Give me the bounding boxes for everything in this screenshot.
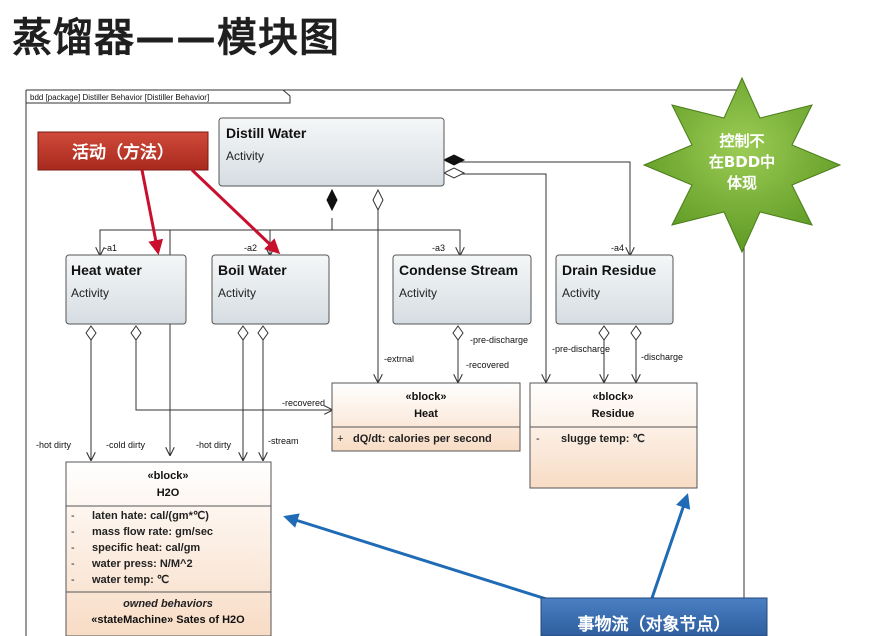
block-attribute: laten hate: cal/(gm*℃) — [92, 510, 209, 522]
role-label: -a1 — [104, 243, 117, 253]
attribute-visibility: - — [71, 510, 75, 522]
association-ends — [85, 154, 642, 341]
activity-name: Distill Water — [226, 125, 307, 141]
role-label: -a2 — [244, 243, 257, 253]
role-label: -recovered — [282, 398, 325, 408]
frame-label: bdd [package] Distiller Behavior [Distil… — [30, 93, 209, 102]
object-flow-callout: 事物流（对象节点） — [283, 493, 768, 636]
block-name: Heat — [414, 408, 438, 420]
role-label: -stream — [268, 436, 299, 446]
attribute-visibility: - — [71, 558, 75, 570]
activity-type: Activity — [218, 286, 256, 300]
role-label: -a4 — [611, 243, 624, 253]
activity-heat-water[interactable]: Heat water Activity — [65, 254, 187, 325]
block-residue[interactable]: «block» Residue - slugge temp: ℃ — [529, 382, 698, 489]
attribute-visibility: + — [337, 433, 343, 445]
block-heat[interactable]: «block» Heat + dQ/dt: calories per secon… — [331, 382, 521, 452]
block-stereotype: «block» — [406, 391, 447, 403]
activity-callout: 活动（方法） — [37, 131, 281, 255]
activity-condense-stream[interactable]: Condense Stream Activity — [392, 254, 532, 325]
role-label: -pre-discharge — [552, 344, 610, 354]
role-labels: -a1 -a2 -a3 -a4 -hot dirty -cold dirty -… — [36, 243, 683, 450]
owned-behavior-item: «stateMachine» Sates of H2O — [91, 614, 245, 626]
block-attribute: slugge temp: ℃ — [561, 433, 645, 445]
block-attribute: mass flow rate: gm/sec — [92, 526, 213, 538]
control-note-star: 控制不 在BDD中 体现 — [642, 76, 842, 254]
activity-name: Heat water — [71, 262, 142, 278]
block-attribute: specific heat: cal/gm — [92, 542, 200, 554]
role-label: -hot dirty — [36, 440, 72, 450]
activity-type: Activity — [562, 286, 600, 300]
attribute-visibility: - — [71, 526, 75, 538]
activity-boil-water[interactable]: Boil Water Activity — [211, 254, 330, 325]
star-text-line: 在BDD中 — [709, 153, 775, 171]
star-text-line: 控制不 — [719, 132, 764, 150]
block-name: H2O — [157, 487, 180, 499]
block-attribute: dQ/dt: calories per second — [353, 433, 492, 445]
star-text-line: 体现 — [727, 174, 757, 192]
block-attribute: water press: N/M^2 — [91, 558, 193, 570]
owned-behaviors-header: owned behaviors — [123, 598, 213, 610]
activity-name: Boil Water — [218, 262, 287, 278]
role-label: -hot dirty — [196, 440, 232, 450]
block-stereotype: «block» — [593, 391, 634, 403]
connectors — [91, 161, 636, 460]
activity-type: Activity — [71, 286, 109, 300]
role-label: -cold dirty — [106, 440, 146, 450]
activity-type: Activity — [399, 286, 437, 300]
role-label: -pre-discharge — [470, 335, 528, 345]
activity-distill-water[interactable]: Distill Water Activity — [218, 117, 445, 187]
role-label: -extrnal — [384, 354, 414, 364]
block-name: Residue — [592, 408, 635, 420]
role-label: -discharge — [641, 352, 683, 362]
attribute-visibility: - — [71, 542, 75, 554]
activity-drain-residue[interactable]: Drain Residue Activity — [555, 254, 674, 325]
attribute-visibility: - — [536, 433, 540, 445]
activity-name: Drain Residue — [562, 262, 656, 278]
activity-type: Activity — [226, 149, 264, 163]
block-attribute: water temp: ℃ — [91, 574, 169, 586]
role-label: -a3 — [432, 243, 445, 253]
page-title: 蒸馏器——模块图 — [12, 15, 340, 61]
activity-name: Condense Stream — [399, 262, 518, 278]
callout-text: 活动（方法） — [72, 142, 174, 163]
block-stereotype: «block» — [148, 470, 189, 482]
callout-text: 事物流（对象节点） — [578, 614, 731, 635]
block-h2o[interactable]: «block» H2O - laten hate: cal/(gm*℃) - m… — [65, 461, 272, 636]
attribute-visibility: - — [71, 574, 75, 586]
role-label: -recovered — [466, 360, 509, 370]
